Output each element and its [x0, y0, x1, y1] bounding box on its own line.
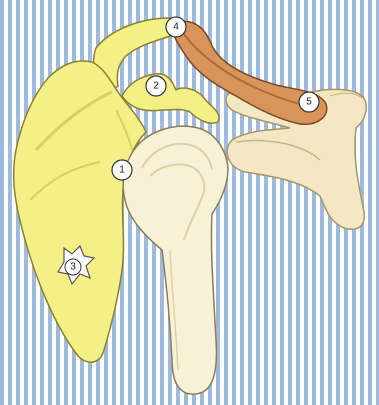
marker-4: 4 — [166, 17, 186, 37]
marker-1: 1 — [112, 160, 132, 180]
marker-5: 5 — [299, 92, 319, 112]
marker-3: 3 — [65, 259, 81, 275]
marker-1-label: 1 — [119, 165, 125, 176]
marker-5-label: 5 — [306, 97, 312, 108]
marker-2: 2 — [146, 76, 166, 96]
marker-3-label: 3 — [70, 262, 76, 273]
marker-4-label: 4 — [173, 22, 179, 33]
marker-2-label: 2 — [153, 81, 159, 92]
